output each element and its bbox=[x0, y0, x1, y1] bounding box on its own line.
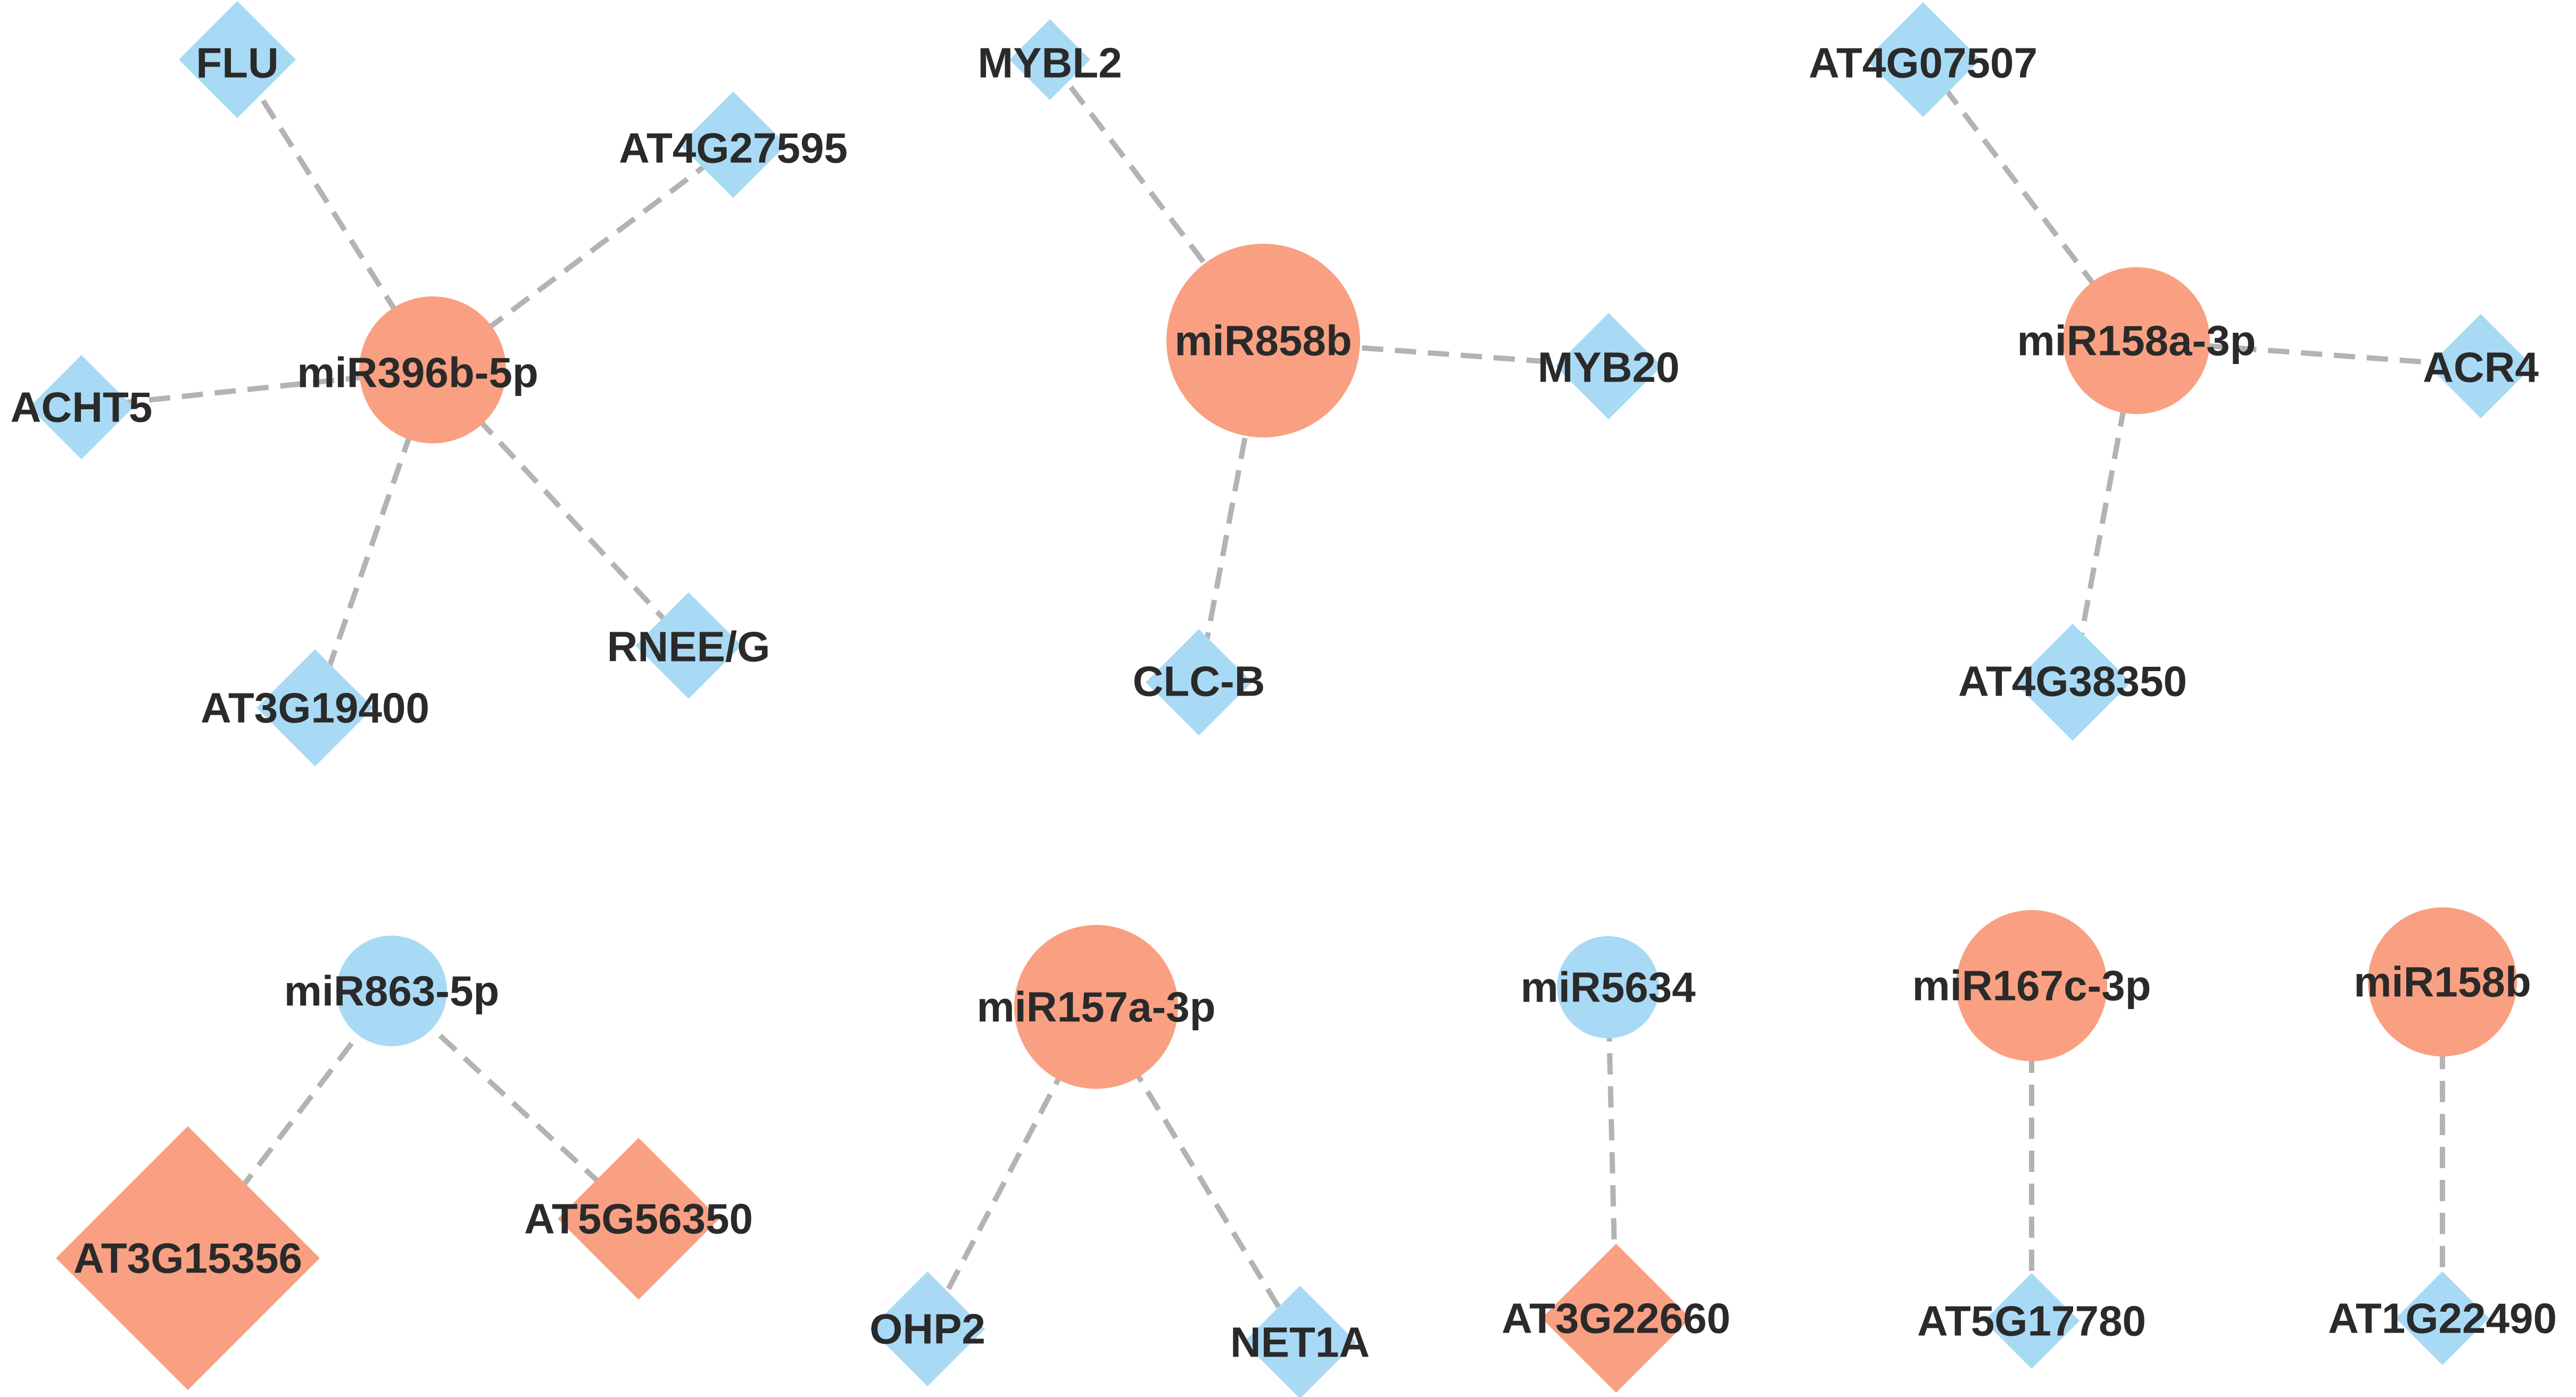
node-at4g38350-diamond bbox=[2014, 624, 2131, 741]
node-label-at4g07507: AT4G07507 bbox=[1809, 39, 2037, 87]
node-rnee-diamond bbox=[635, 592, 742, 699]
edge-mir396b-at3g19400 bbox=[312, 369, 435, 709]
node-mir158a-circle bbox=[2063, 267, 2210, 414]
node-at4g27595-diamond bbox=[680, 92, 786, 198]
node-label-mir157a: miR157a-3p bbox=[976, 983, 1215, 1031]
node-label-clcb: CLC-B bbox=[1133, 658, 1265, 705]
node-label-at3g19400: AT3G19400 bbox=[201, 684, 429, 732]
node-myb20-diamond bbox=[1555, 313, 1662, 419]
node-label-at4g27595: AT4G27595 bbox=[619, 125, 848, 172]
node-mir167c-circle bbox=[1956, 910, 2107, 1061]
node-label-mir396b: miR396b-5p bbox=[297, 349, 538, 396]
node-at5g17780-diamond bbox=[1984, 1273, 2080, 1369]
node-label-at1g22490: AT1G22490 bbox=[2328, 1295, 2557, 1342]
node-mir396b-circle bbox=[359, 296, 506, 443]
node-label-at3g15356: AT3G15356 bbox=[73, 1235, 302, 1282]
node-label-mir158b: miR158b bbox=[2354, 958, 2531, 1006]
edge-mir158a-acr4 bbox=[2136, 338, 2481, 369]
node-mir863-circle bbox=[336, 936, 447, 1046]
edge-mir396b-at4g27595 bbox=[431, 142, 735, 373]
edge-mir158a-at4g07507 bbox=[1921, 57, 2139, 343]
node-at1g22490-diamond bbox=[2396, 1271, 2489, 1365]
node-label-at5g56350: AT5G56350 bbox=[524, 1195, 753, 1243]
edge-mir396b-flu bbox=[235, 58, 435, 371]
edge-mir858b-myb20 bbox=[1263, 338, 1609, 369]
node-label-mir158a: miR158a-3p bbox=[2017, 317, 2256, 365]
node-mir858b-circle bbox=[1166, 244, 1360, 437]
node-at4g07507-diamond bbox=[1866, 2, 1981, 117]
nodes-layer bbox=[29, 1, 2533, 1397]
node-label-myb20: MYB20 bbox=[1538, 344, 1680, 391]
node-clcb-diamond bbox=[1146, 629, 1252, 735]
edge-mir396b-acht5 bbox=[81, 367, 433, 410]
node-mir158b-circle bbox=[2368, 907, 2517, 1056]
node-ohp2-diamond bbox=[870, 1271, 985, 1386]
node-at3g19400-diamond bbox=[256, 649, 374, 766]
node-label-acht5: ACHT5 bbox=[11, 384, 153, 431]
node-label-net1a: NET1A bbox=[1230, 1319, 1370, 1366]
edge-mir396b-rnee bbox=[430, 368, 691, 648]
node-label-at4g38350: AT4G38350 bbox=[1958, 658, 2187, 705]
node-acht5-diamond bbox=[29, 355, 134, 459]
node-label-mir863: miR863-5p bbox=[284, 968, 500, 1015]
node-net1a-diamond bbox=[1244, 1286, 1356, 1397]
node-label-mir167c: miR167c-3p bbox=[1912, 962, 2151, 1010]
node-label-rnee: RNEE/G bbox=[607, 623, 771, 671]
node-acr4-diamond bbox=[2429, 314, 2533, 418]
node-at5g56350-diamond bbox=[558, 1138, 719, 1300]
edge-mir858b-clcb bbox=[1196, 340, 1266, 683]
node-label-at3g22660: AT3G22660 bbox=[1502, 1295, 1730, 1342]
edge-mir858b-mybl2 bbox=[1048, 57, 1265, 343]
node-mir5634-circle bbox=[1557, 936, 1659, 1038]
node-label-mir858b: miR858b bbox=[1174, 317, 1352, 365]
node-label-acr4: ACR4 bbox=[2423, 344, 2539, 391]
node-label-mybl2: MYBL2 bbox=[978, 39, 1122, 87]
node-label-at5g17780: AT5G17780 bbox=[1917, 1297, 2146, 1345]
edge-mir158a-at4g38350 bbox=[2070, 340, 2139, 683]
node-at3g15356-diamond bbox=[56, 1126, 320, 1390]
node-at3g22660-diamond bbox=[1542, 1244, 1691, 1393]
node-label-ohp2: OHP2 bbox=[869, 1305, 985, 1353]
node-mybl2-diamond bbox=[1009, 19, 1090, 100]
node-flu-diamond bbox=[179, 1, 296, 118]
node-mir157a-circle bbox=[1014, 925, 1178, 1089]
edge-mir157a-ohp2 bbox=[925, 1005, 1099, 1330]
node-label-mir5634: miR5634 bbox=[1520, 964, 1696, 1011]
node-label-flu: FLU bbox=[196, 39, 279, 87]
